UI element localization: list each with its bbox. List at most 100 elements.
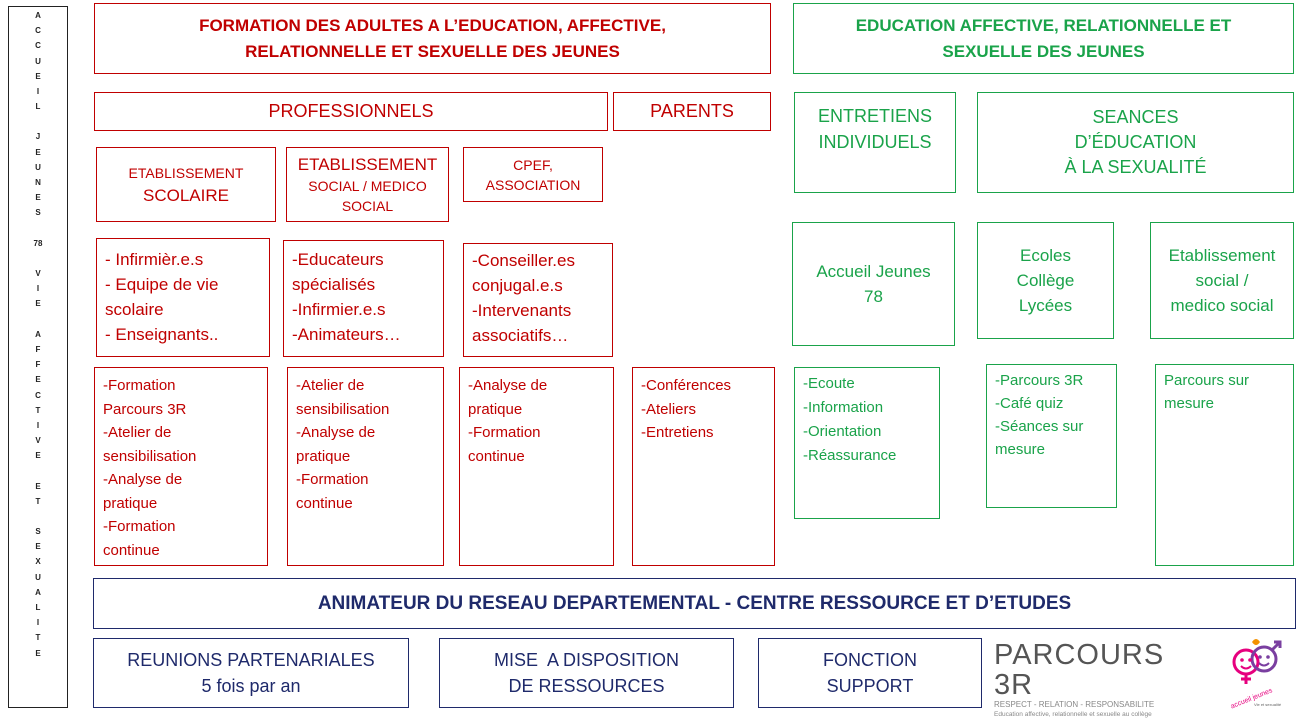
box-line: -Formation — [296, 471, 369, 488]
sidebar-letter: C — [35, 26, 41, 36]
staff-scolaire-box: - Infirmièr.e.s - Equipe de vie scolaire… — [96, 238, 270, 357]
box-line: ENTRETIENS — [817, 106, 932, 126]
box-line: Etablissement — [1168, 246, 1276, 265]
sidebar-letter: J — [35, 132, 41, 142]
cpef-association-box: CPEF, ASSOCIATION — [463, 147, 603, 202]
box-line: -Café quiz — [995, 395, 1064, 412]
box-line: CPEF, — [513, 156, 553, 173]
box-line: -Conseiller.es — [472, 251, 575, 270]
box-line: INDIVIDUELS — [818, 132, 932, 152]
parents-label: PARENTS — [650, 101, 734, 121]
sidebar-letter: U — [35, 162, 41, 172]
box-line: -Ateliers — [641, 400, 697, 418]
sidebar-letter: E — [35, 481, 41, 491]
box-line: -Analyse de — [296, 424, 376, 441]
box-line: mesure — [1164, 395, 1215, 412]
sidebar-letter: I — [36, 86, 40, 96]
box-line: spécialisés — [292, 275, 376, 294]
sidebar-letter: E — [35, 147, 41, 157]
sidebar-letter: C — [35, 41, 41, 51]
box-line: REUNIONS PARTENARIALES — [127, 650, 375, 670]
box-line: medico social — [1170, 296, 1274, 315]
seances-education-box: SEANCES D’ÉDUCATION À LA SEXUALITÉ — [977, 92, 1294, 193]
box-line: Parcours sur — [1164, 372, 1250, 389]
box-line: Lycées — [1018, 296, 1073, 315]
box-line: -Formation — [103, 518, 176, 535]
box-line: Collège — [1016, 271, 1075, 290]
box-line: ETABLISSEMENT — [128, 164, 244, 181]
reunions-partenariales-box: REUNIONS PARTENARIALES 5 fois par an — [93, 638, 409, 708]
sidebar-letter: E — [35, 542, 41, 552]
box-line: DE RESSOURCES — [508, 676, 665, 696]
box-line: conjugal.e.s — [472, 276, 563, 295]
box-line: -Analyse de — [103, 471, 183, 488]
sidebar-letter: L — [35, 102, 41, 112]
formation-adultes-title: FORMATION DES ADULTES A L’EDUCATION, AFF… — [94, 3, 771, 74]
title-line: SEXUELLE DES JEUNES — [942, 41, 1145, 61]
box-line: continue — [103, 541, 160, 559]
sidebar-letter: U — [35, 56, 41, 66]
sidebar-letter: U — [35, 572, 41, 582]
sidebar-letter: L — [35, 603, 41, 613]
box-line: 78 — [864, 287, 883, 306]
sidebar-letter: S — [35, 208, 41, 218]
box-line: continue — [296, 494, 353, 512]
box-line: -Réassurance — [803, 447, 897, 464]
sidebar-letter: F — [35, 344, 41, 354]
box-line: social / — [1195, 271, 1249, 290]
sidebar-letter: E — [35, 193, 41, 203]
box-line: -Information — [803, 399, 884, 416]
box-line: -Entretiens — [641, 424, 714, 441]
place-ecoles-box: Ecoles Collège Lycées — [977, 222, 1114, 339]
box-line: SOCIAL / MEDICO — [308, 177, 427, 194]
sidebar-letter: E — [35, 299, 41, 309]
box-line: - Equipe de vie — [105, 275, 219, 294]
place-accueil-jeunes-box: Accueil Jeunes 78 — [792, 222, 955, 346]
entretiens-individuels-box: ENTRETIENS INDIVIDUELS — [794, 92, 956, 193]
box-line: -Formation — [468, 424, 541, 441]
box-line: -Infirmier.e.s — [292, 300, 386, 319]
sidebar-letter: E — [35, 375, 41, 385]
actions-scolaire-box: -Formation Parcours 3R -Atelier de sensi… — [94, 367, 268, 566]
etablissement-scolaire-box: ETABLISSEMENT SCOLAIRE — [96, 147, 276, 222]
sidebar-letter: S — [35, 527, 41, 537]
place-etablissement-box: Etablissement social / medico social — [1150, 222, 1294, 339]
box-line: -Analyse de — [468, 377, 548, 394]
box-line: scolaire — [105, 300, 164, 319]
box-line: -Intervenants — [472, 301, 572, 320]
actions-cpef-box: -Analyse de pratique -Formation continue — [459, 367, 614, 566]
parcours-3r-logo: PARCOURS 3R RESPECT - RELATION - RESPONS… — [994, 640, 1198, 718]
box-line: SUPPORT — [826, 676, 914, 696]
box-line: pratique — [103, 494, 158, 512]
sidebar-letter: E — [35, 648, 41, 658]
box-line: À LA SEXUALITÉ — [1064, 157, 1207, 177]
box-line: -Animateurs… — [292, 325, 401, 344]
box-line: D’ÉDUCATION — [1074, 132, 1197, 152]
professionnels-header: PROFESSIONNELS — [94, 92, 608, 131]
box-line: - Infirmièr.e.s — [105, 250, 204, 269]
accueil-jeunes-emblem-icon: accueil jeunes Vie et sexualité — [1230, 639, 1282, 710]
activities-etablissement-box: Parcours sur mesure — [1155, 364, 1294, 566]
box-line: - Enseignants.. — [105, 325, 219, 344]
sidebar-letter: I — [36, 284, 40, 294]
mise-a-disposition-box: MISE A DISPOSITION DE RESSOURCES — [439, 638, 734, 708]
parcours-3r-tagline: RESPECT - RELATION - RESPONSABILITE — [994, 700, 1155, 709]
actions-social-box: -Atelier de sensibilisation -Analyse de … — [287, 367, 444, 566]
box-line: ETABLISSEMENT — [297, 154, 438, 174]
box-line: Accueil Jeunes — [816, 262, 931, 281]
sidebar-letter: V — [35, 436, 41, 446]
sidebar-letter: I — [36, 618, 40, 628]
fonction-support-box: FONCTION SUPPORT — [758, 638, 982, 708]
box-line: mesure — [995, 441, 1046, 458]
staff-cpef-box: -Conseiller.es conjugal.e.s -Intervenant… — [463, 243, 613, 357]
title-line: FORMATION DES ADULTES A L’EDUCATION, AFF… — [199, 15, 666, 35]
activities-accueil-box: -Ecoute -Information -Orientation -Réass… — [794, 367, 940, 519]
title-line: RELATIONNELLE ET SEXUELLE DES JEUNES — [245, 41, 620, 61]
box-line: -Orientation — [803, 423, 882, 440]
sidebar-letter: T — [35, 633, 41, 643]
box-line: SEANCES — [1092, 107, 1179, 127]
box-line: sensibilisation — [103, 447, 197, 465]
sidebar-letter: F — [35, 360, 41, 370]
activities-ecoles-box: -Parcours 3R -Café quiz -Séances sur mes… — [986, 364, 1117, 508]
